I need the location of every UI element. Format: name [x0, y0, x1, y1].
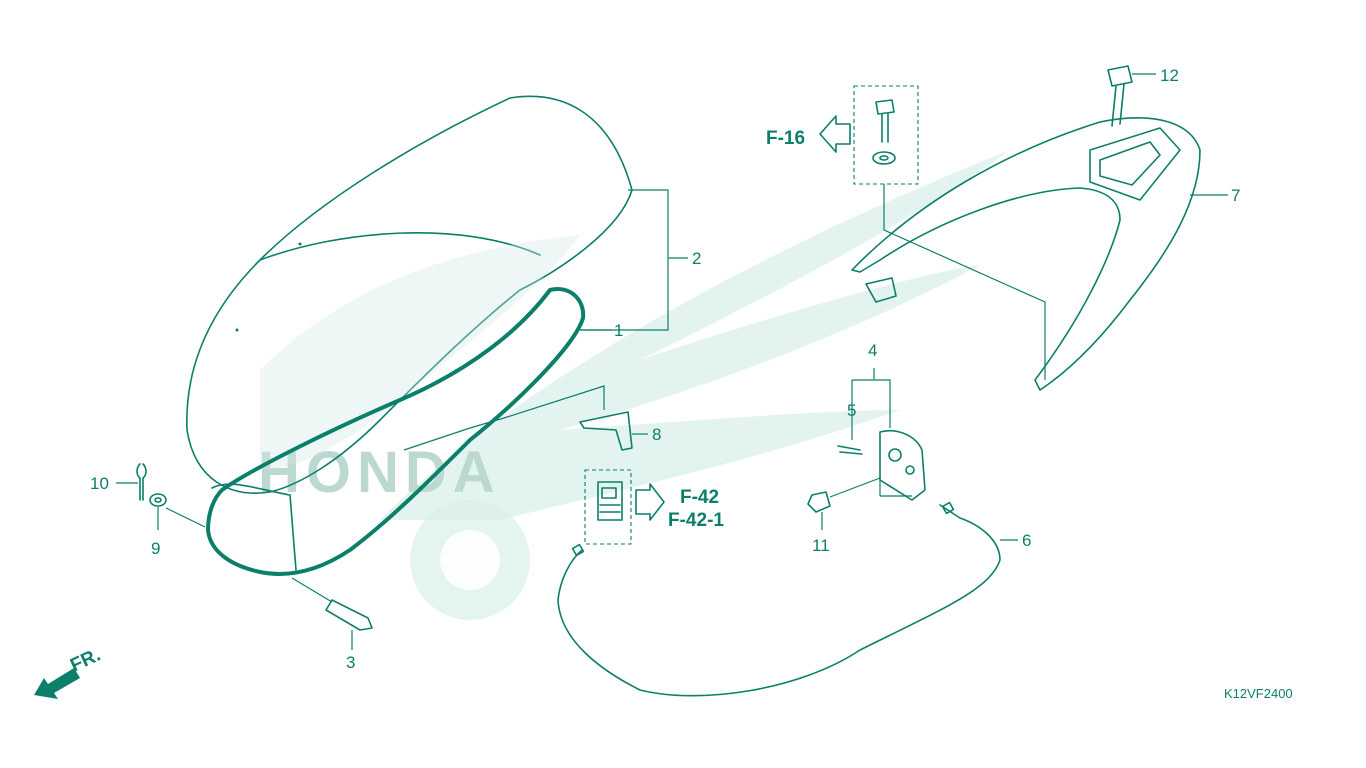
callout-7: 7	[1231, 186, 1240, 205]
front-direction-arrow: FR.	[34, 645, 104, 699]
callout-1: 1	[614, 321, 623, 340]
bracket-part	[403, 385, 648, 451]
seat-cable-part	[557, 501, 1018, 697]
callout-3: 3	[346, 653, 355, 672]
callout-4: 4	[868, 341, 877, 360]
drawing-code: K12VF2400	[1224, 686, 1293, 701]
bolt-part-12	[1107, 65, 1156, 127]
f16-bolt-box	[819, 85, 1046, 380]
cotter-pin-and-washer	[116, 463, 206, 530]
seat-part	[186, 95, 633, 576]
seat-lock-part	[584, 469, 665, 545]
callout-10: 10	[90, 474, 109, 493]
hinge-pin-part	[291, 577, 373, 650]
watermark-logo: HONDA	[258, 150, 1010, 620]
callout-11: 11	[812, 536, 830, 555]
callout-2: 2	[692, 249, 701, 268]
callout-5: 5	[847, 401, 856, 420]
callout-9: 9	[151, 539, 160, 558]
reference-f42: F-42	[680, 487, 719, 508]
grab-rail-part	[851, 117, 1228, 391]
reference-f16: F-16	[766, 128, 805, 149]
watermark-text: HONDA	[258, 440, 501, 505]
callout-6: 6	[1022, 531, 1031, 550]
reference-f42-1: F-42-1	[668, 510, 724, 531]
callout-8: 8	[652, 425, 661, 444]
seat-latch-assembly	[807, 368, 926, 530]
callout-12: 12	[1160, 66, 1179, 85]
